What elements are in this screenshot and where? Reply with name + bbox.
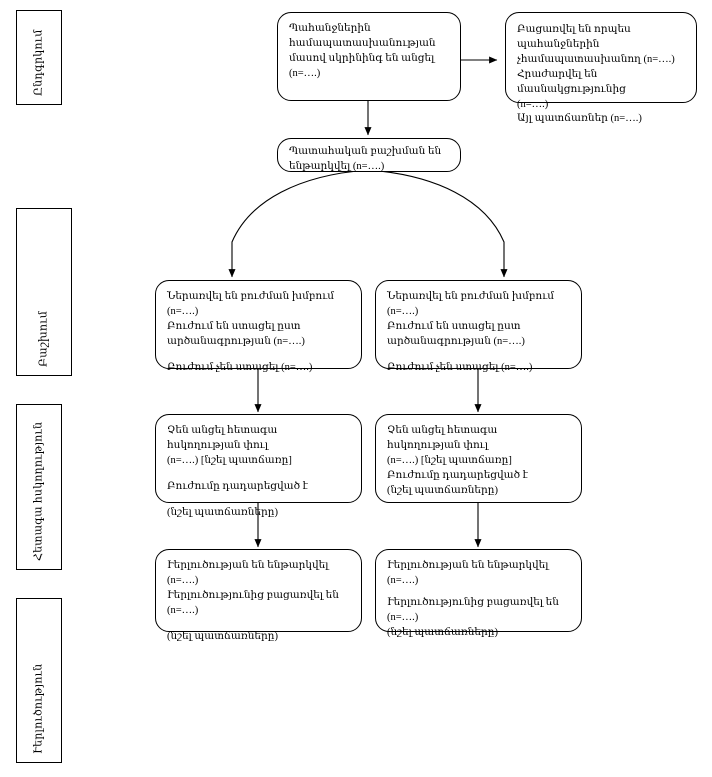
node-followup-right-line-4: (նշել պատճառները) [387,484,498,496]
node-allocation-right-line-1: Ներառվել են բուժման խմբում (n=….) [387,291,555,317]
node-analysis-right-line-1: Ւերլուծության են ենթարկվել (n=….) [387,560,549,586]
node-excluded-line-4: Հրաժարվել են մասնակցությունից [517,68,626,95]
node-followup-right: Չեն անցել հետագա հսկողության փուլ (n=….)… [375,414,582,503]
stage-label-enrollment-text: Ընդգրկում [32,29,45,96]
node-analysis-left-line-1: Ւերլուծության են ենթարկվել (n=….) [167,560,329,586]
node-allocation-left-line-4: Բուժում չեն ստացել (n=….) [167,361,313,373]
stage-label-analysis: Ւերլուծություն [16,598,62,763]
node-analysis-right-line-2: Ւերլուծությունից բացառվել են (n=….) [387,596,559,623]
node-allocation-left-line-2: Բուժում են ստացել ըստ [167,320,301,332]
node-analysis-left-line-2: Ւերլուծությունից բացառվել են (n=….) [167,589,339,616]
node-randomized-line-1: Պատահական բաշխման են [289,146,442,157]
stage-label-analysis-text: Ւերլուծություն [32,663,45,754]
node-assessed-line-1: Պահանջներին [289,23,371,34]
stage-label-followup-text: Հետագա հսկողություն [32,421,45,561]
node-excluded: Բացառվել են որպես պահանջներին չհամապատաս… [505,12,697,124]
node-excluded-line-6: Այլ պատճառներ (n=….) [517,113,642,125]
node-analysis-right-line-3: (նշել պատճառները) [387,626,498,638]
node-followup-right-line-2: (n=….) [նշել պատճառը] [387,454,512,466]
node-randomized-line-2: ենթարկվել (n=….) [289,160,385,172]
node-allocation-left: Ներառվել են բուժման խմբում (n=….) Բուժու… [155,280,362,373]
node-allocation-left-line-1: Ներառվել են բուժման խմբում (n=….) [167,291,335,317]
stage-label-followup: Հետագա հսկողություն [16,404,62,570]
connector-randomized-split-left [228,169,369,278]
node-assessed-for-eligibility: Պահանջներին համապատասխանության մասով սկր… [277,12,461,101]
node-excluded-line-3: չհամապատասխանող (n=….) [517,53,675,65]
node-followup-left-line-2: (n=….) [նշել պատճառը] [167,454,292,466]
node-allocation-right-line-3: արծանագրության (n=….) [387,335,525,347]
node-assessed-line-3: մասով սկրինինգ են անցել [289,52,435,64]
node-followup-left-line-4: (նշել պատճառները) [167,506,278,518]
stage-label-allocation-text: Բաշխում [37,310,50,367]
node-assessed-line-2: համապատասխանության [289,37,436,49]
node-followup-left-line-3: Բուժումը դադարեցված է [167,480,309,492]
node-followup-right-line-3: Բուժումը դադարեցված է [387,469,529,481]
node-allocation-right: Ներառվել են բուժման խմբում (n=….) Բուժու… [375,280,582,373]
node-excluded-line-5: (n=….) [517,98,549,110]
node-analysis-right: Ւերլուծության են ենթարկվել (n=….) Ւերլու… [375,549,582,638]
node-assessed-line-4: (n=….) [289,67,321,79]
node-followup-left-line-1: Չեն անցել հետագա հսկողության փուլ [167,425,278,451]
node-excluded-line-1: Բացառվել են որպես [517,24,631,35]
node-analysis-left-line-3: (նշել պատճառները) [167,630,278,642]
node-followup-right-line-1: Չեն անցել հետագա հսկողության փուլ [387,425,498,451]
node-allocation-left-line-3: արծանագրության (n=….) [167,335,305,347]
connector-randomized-split-right [367,169,508,278]
stage-label-allocation: Բաշխում [16,208,72,376]
stage-label-enrollment: Ընդգրկում [16,10,62,105]
node-randomized: Պատահական բաշխման են ենթարկվել (n=….) [277,138,461,172]
node-allocation-right-line-2: Բուժում են ստացել ըստ [387,320,521,332]
node-analysis-left: Ւերլուծության են ենթարկվել (n=….) Ւերլու… [155,549,362,642]
node-allocation-right-line-4: Բուժում չեն ստացել (n=….) [387,361,533,373]
node-followup-left: Չեն անցել հետագա հսկողության փուլ (n=….)… [155,414,362,518]
node-excluded-line-2: պահանջներին [517,38,600,50]
